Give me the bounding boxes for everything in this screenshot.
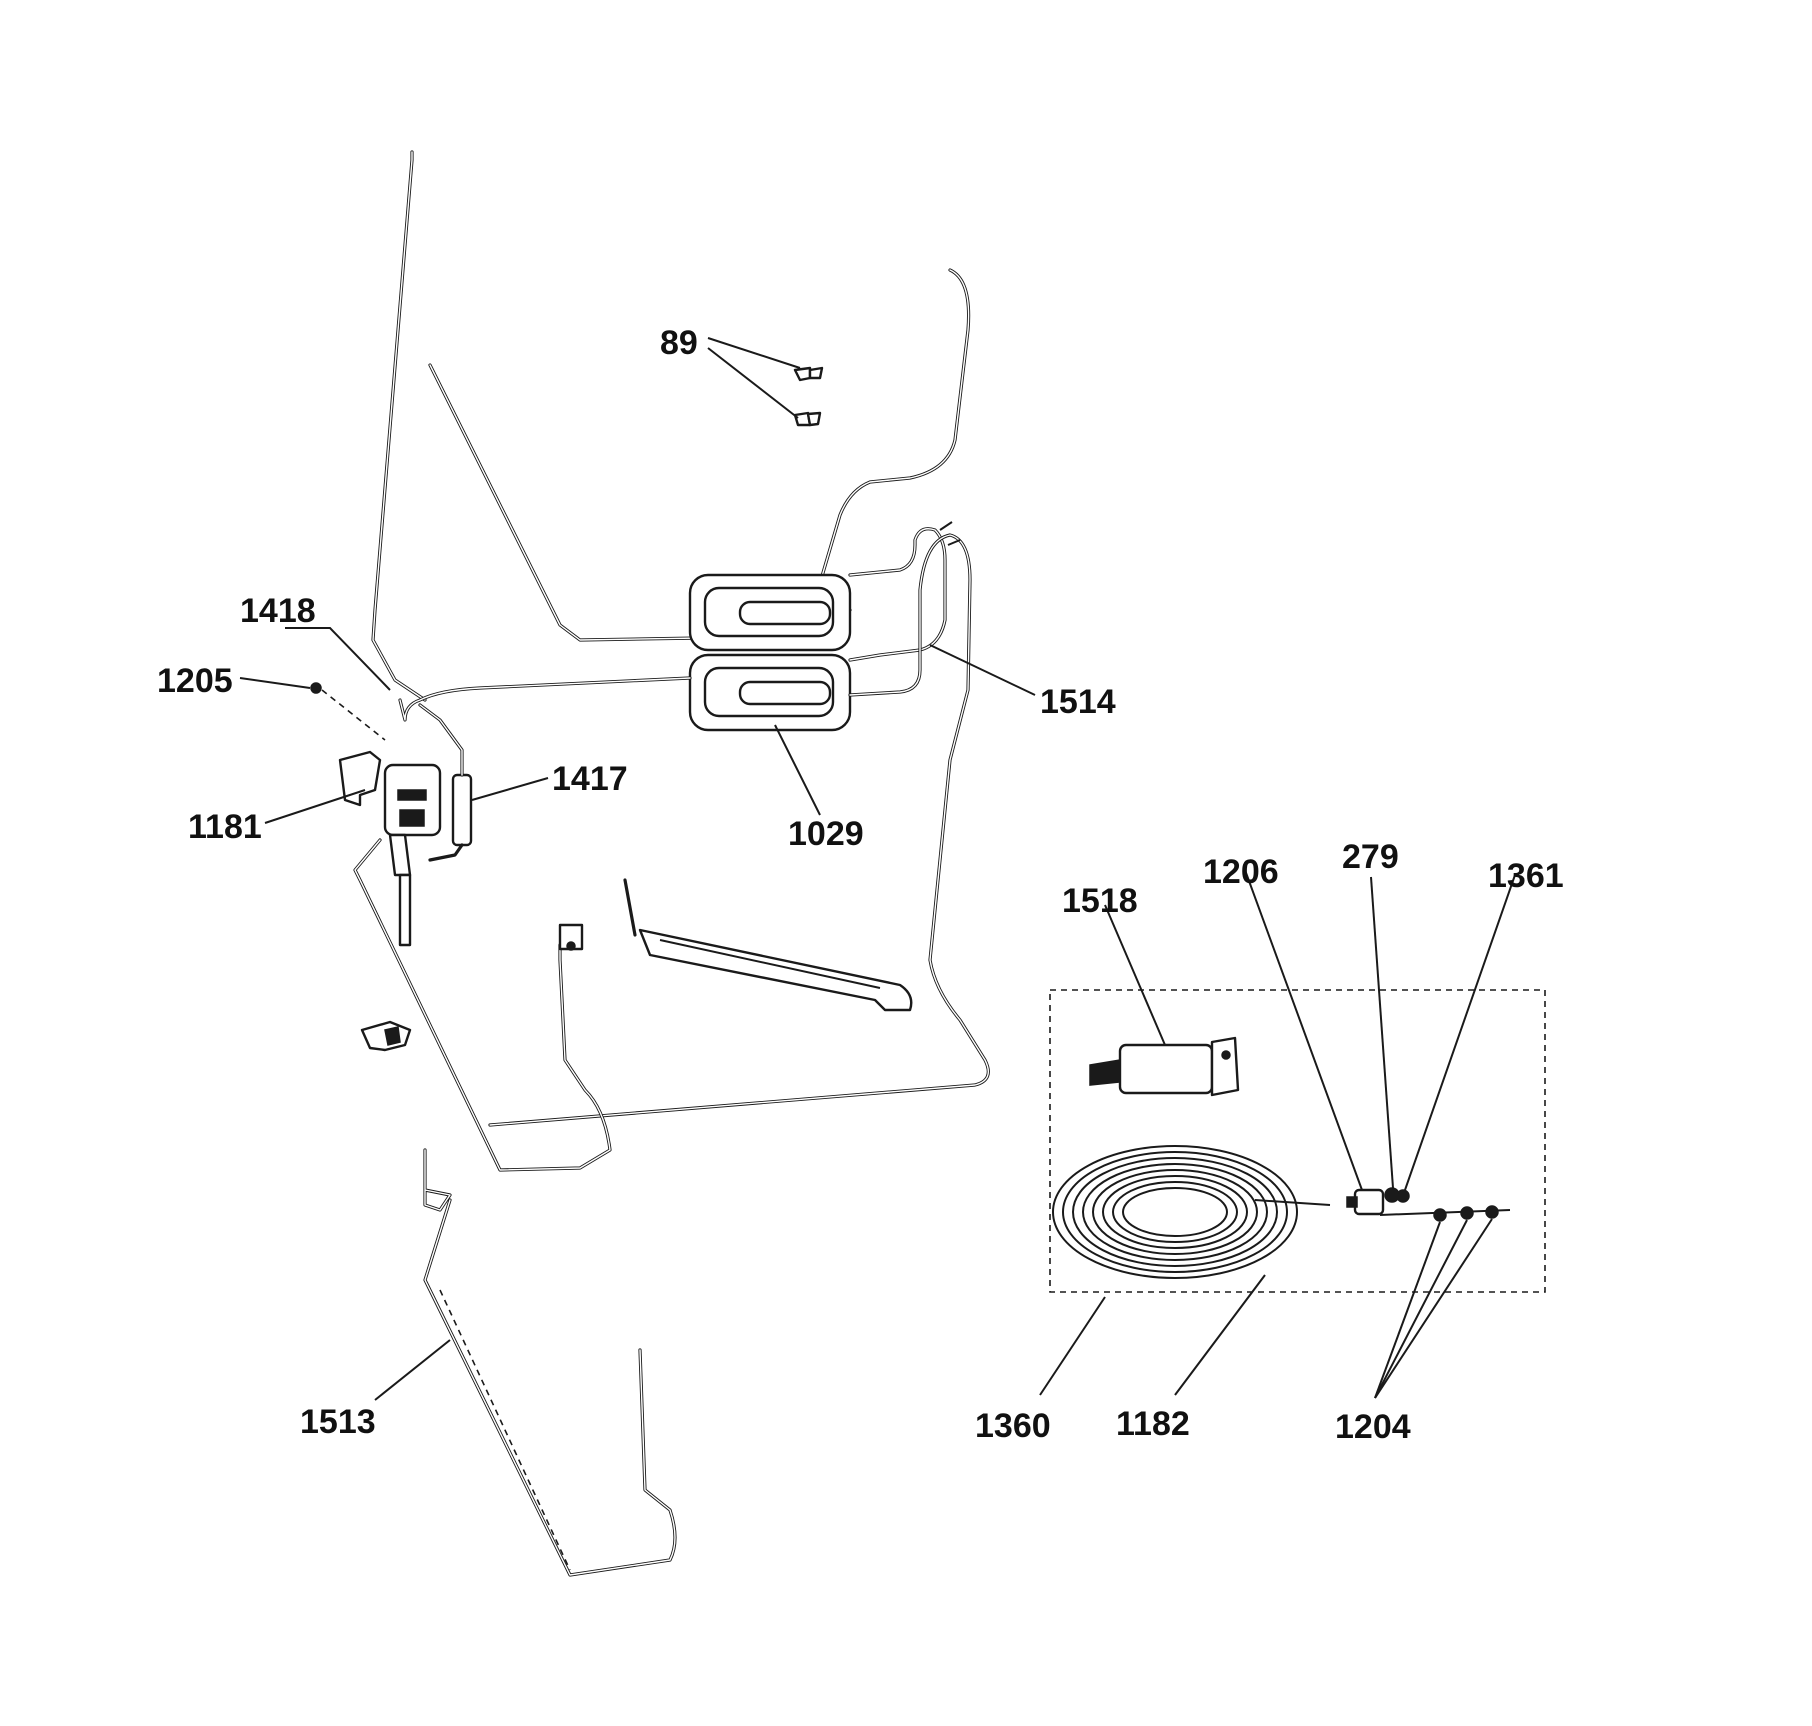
coil-ring [1102, 1175, 1248, 1249]
callout-1029: 1029 [788, 815, 864, 853]
trough-part [623, 878, 913, 1012]
callout-1518: 1518 [1062, 882, 1138, 920]
tube-cap-square [558, 923, 584, 951]
heat-exchanger-1029 [688, 573, 852, 732]
drier-1417 [418, 703, 473, 862]
coil-ring [1082, 1163, 1268, 1261]
callout-1514: 1514 [1040, 683, 1116, 721]
right-loop-tube-1514 [488, 521, 990, 1127]
lower-left-tube [353, 838, 612, 1172]
coil-ring [1072, 1157, 1278, 1267]
callout-labels: 89 1418 1205 1514 1417 1181 1029 1206 27… [157, 324, 1564, 1446]
small-bracket [360, 1020, 412, 1052]
callout-89: 89 [660, 324, 698, 362]
upper-right-tube [813, 268, 971, 602]
callout-1418: 1418 [240, 592, 316, 630]
callout-1205: 1205 [157, 662, 233, 700]
fittings-cluster [1346, 1187, 1511, 1222]
bottom-tube-1513 [423, 1148, 677, 1577]
filter-drier-1518 [1089, 1036, 1240, 1097]
screw-1205 [310, 682, 386, 741]
callout-1182: 1182 [1116, 1405, 1190, 1443]
service-kit-box-1360 [1049, 989, 1546, 1293]
coil-ring [1092, 1169, 1258, 1255]
valve-assembly-1181 [338, 750, 442, 947]
callout-1181: 1181 [188, 808, 262, 846]
callout-1417: 1417 [552, 760, 628, 798]
coil-ring [1112, 1181, 1238, 1243]
horizontal-liquid-line [398, 676, 692, 722]
callout-1206: 1206 [1203, 853, 1279, 891]
capillary-coil-1182 [1052, 1145, 1331, 1279]
coil-ring [1062, 1151, 1288, 1273]
callout-1204: 1204 [1335, 1408, 1411, 1446]
callout-279: 279 [1342, 838, 1399, 876]
left-riser-tube [371, 150, 427, 702]
coil-tail [1254, 1199, 1331, 1206]
callout-1513: 1513 [300, 1403, 376, 1441]
coil-ring [1052, 1145, 1298, 1279]
clips-89 [793, 366, 824, 427]
callout-1360: 1360 [975, 1407, 1051, 1445]
leader-lines [239, 337, 1516, 1401]
coil-ring [1122, 1187, 1228, 1237]
callout-1361: 1361 [1488, 857, 1564, 895]
